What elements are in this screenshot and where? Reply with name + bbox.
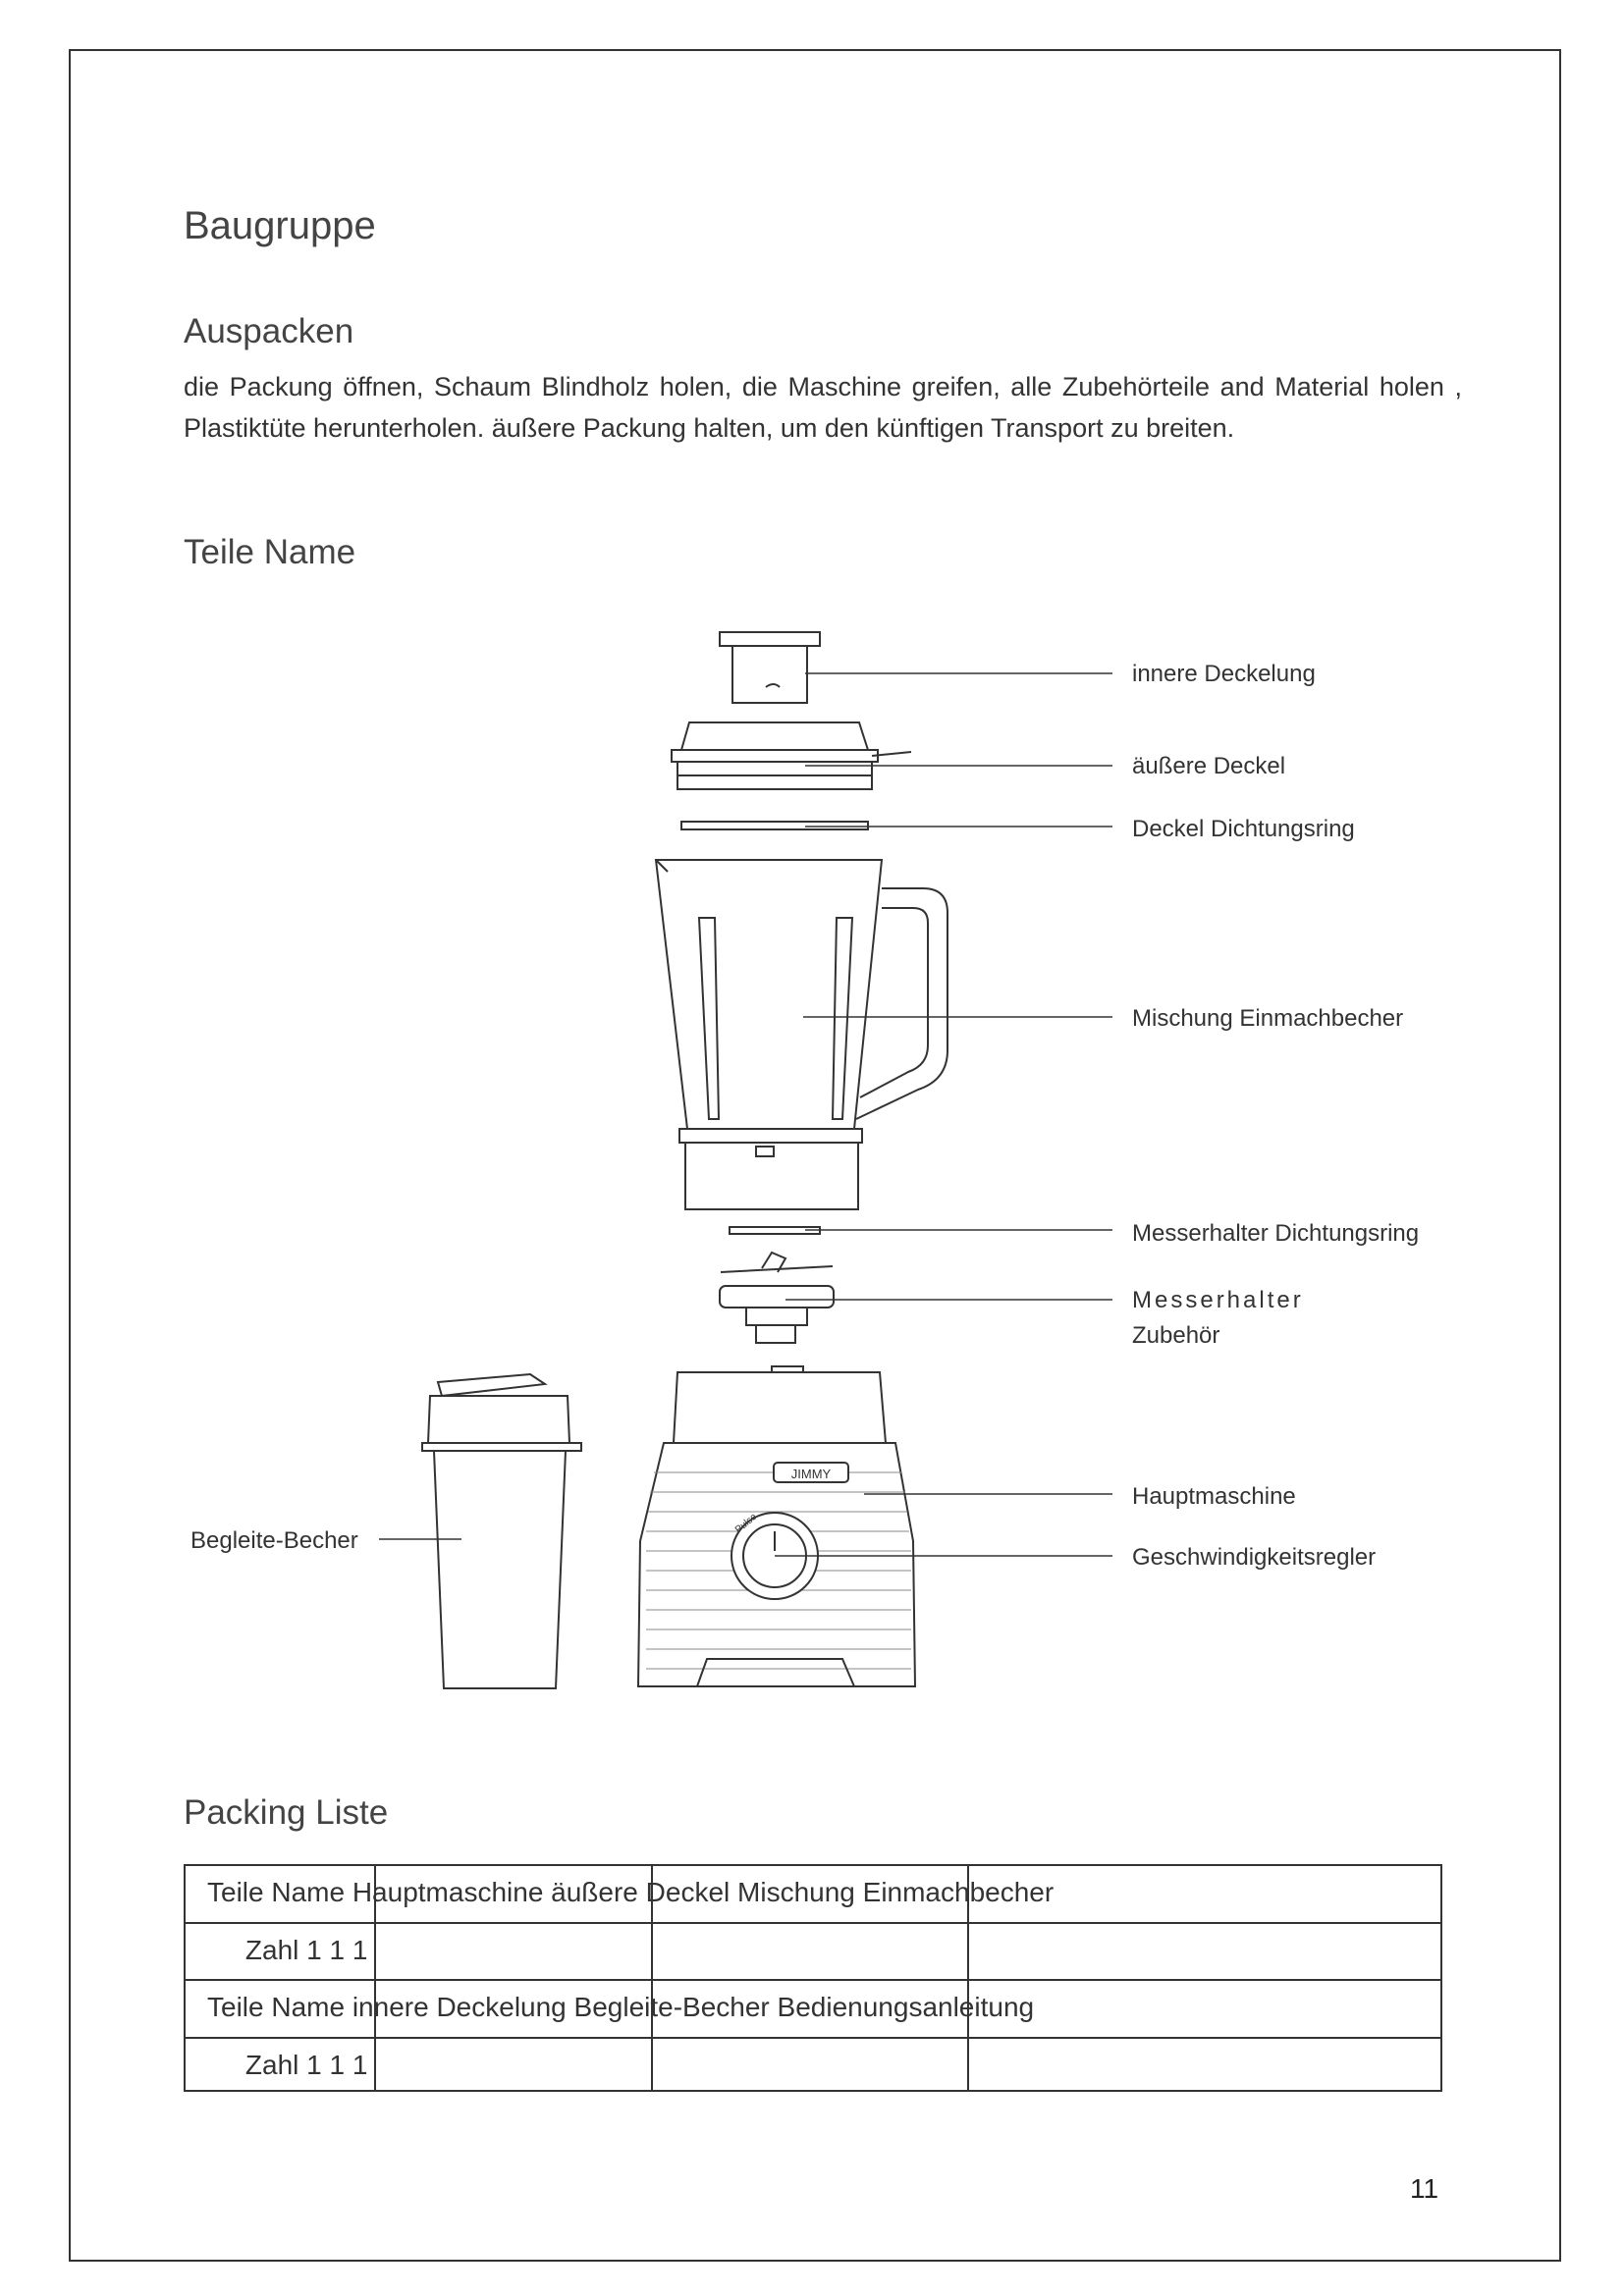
label-blade-holder-1: Messerhalter xyxy=(1132,1287,1304,1313)
label-lid-seal: Deckel Dichtungsring xyxy=(1132,816,1355,842)
packing-table: Teile Name Hauptmaschine äußere Deckel M… xyxy=(184,1864,1442,2092)
table-row: Zahl 1 1 1 xyxy=(207,2050,368,2080)
inner-lid-drawing xyxy=(719,631,821,704)
table-column-divider xyxy=(374,1866,376,2090)
table-column-divider xyxy=(967,1866,969,2090)
label-outer-lid: äußere Deckel xyxy=(1132,753,1285,779)
jar-drawing xyxy=(654,859,948,1210)
packing-heading: Packing Liste xyxy=(184,1793,389,1832)
main-unit-drawing xyxy=(636,1365,917,1687)
label-travel-cup: Begleite-Becher xyxy=(190,1527,358,1554)
label-inner-lid: innere Deckelung xyxy=(1132,661,1316,687)
table-row-divider xyxy=(186,1979,1440,1981)
table-row: Zahl 1 1 1 xyxy=(207,1935,368,1965)
label-jar: Mischung Einmachbecher xyxy=(1132,1005,1403,1032)
travel-cup-drawing xyxy=(421,1372,582,1689)
table-row-divider xyxy=(186,2037,1440,2039)
table-row: Teile Name innere Deckelung Begleite-Bec… xyxy=(207,1992,1035,2022)
label-main-unit: Hauptmaschine xyxy=(1132,1483,1296,1510)
blender-parts-diagram: JIMMY Pulse innere Deckelung äußere Deck… xyxy=(190,631,1419,1689)
page-number: 11 xyxy=(1410,2173,1439,2204)
label-blade-holder-2: Zubehör xyxy=(1132,1322,1219,1349)
unpack-paragraph: die Packung öffnen, Schaum Blindholz hol… xyxy=(184,372,1462,443)
table-row-divider xyxy=(186,1922,1440,1924)
lid-seal-drawing xyxy=(680,821,869,830)
parts-heading: Teile Name xyxy=(184,533,356,571)
page-border xyxy=(69,49,1561,2262)
label-blade-seal: Messerhalter Dichtungsring xyxy=(1132,1220,1419,1247)
page-title: Baugruppe xyxy=(184,204,376,247)
blade-holder-drawing xyxy=(719,1251,835,1344)
unpack-heading: Auspacken xyxy=(184,312,354,350)
brand-label: JIMMY xyxy=(791,1467,832,1481)
label-speed-knob: Geschwindigkeitsregler xyxy=(1132,1544,1376,1571)
outer-lid-drawing xyxy=(671,721,912,790)
table-column-divider xyxy=(651,1866,653,2090)
table-row: Teile Name Hauptmaschine äußere Deckel M… xyxy=(207,1877,1055,1907)
